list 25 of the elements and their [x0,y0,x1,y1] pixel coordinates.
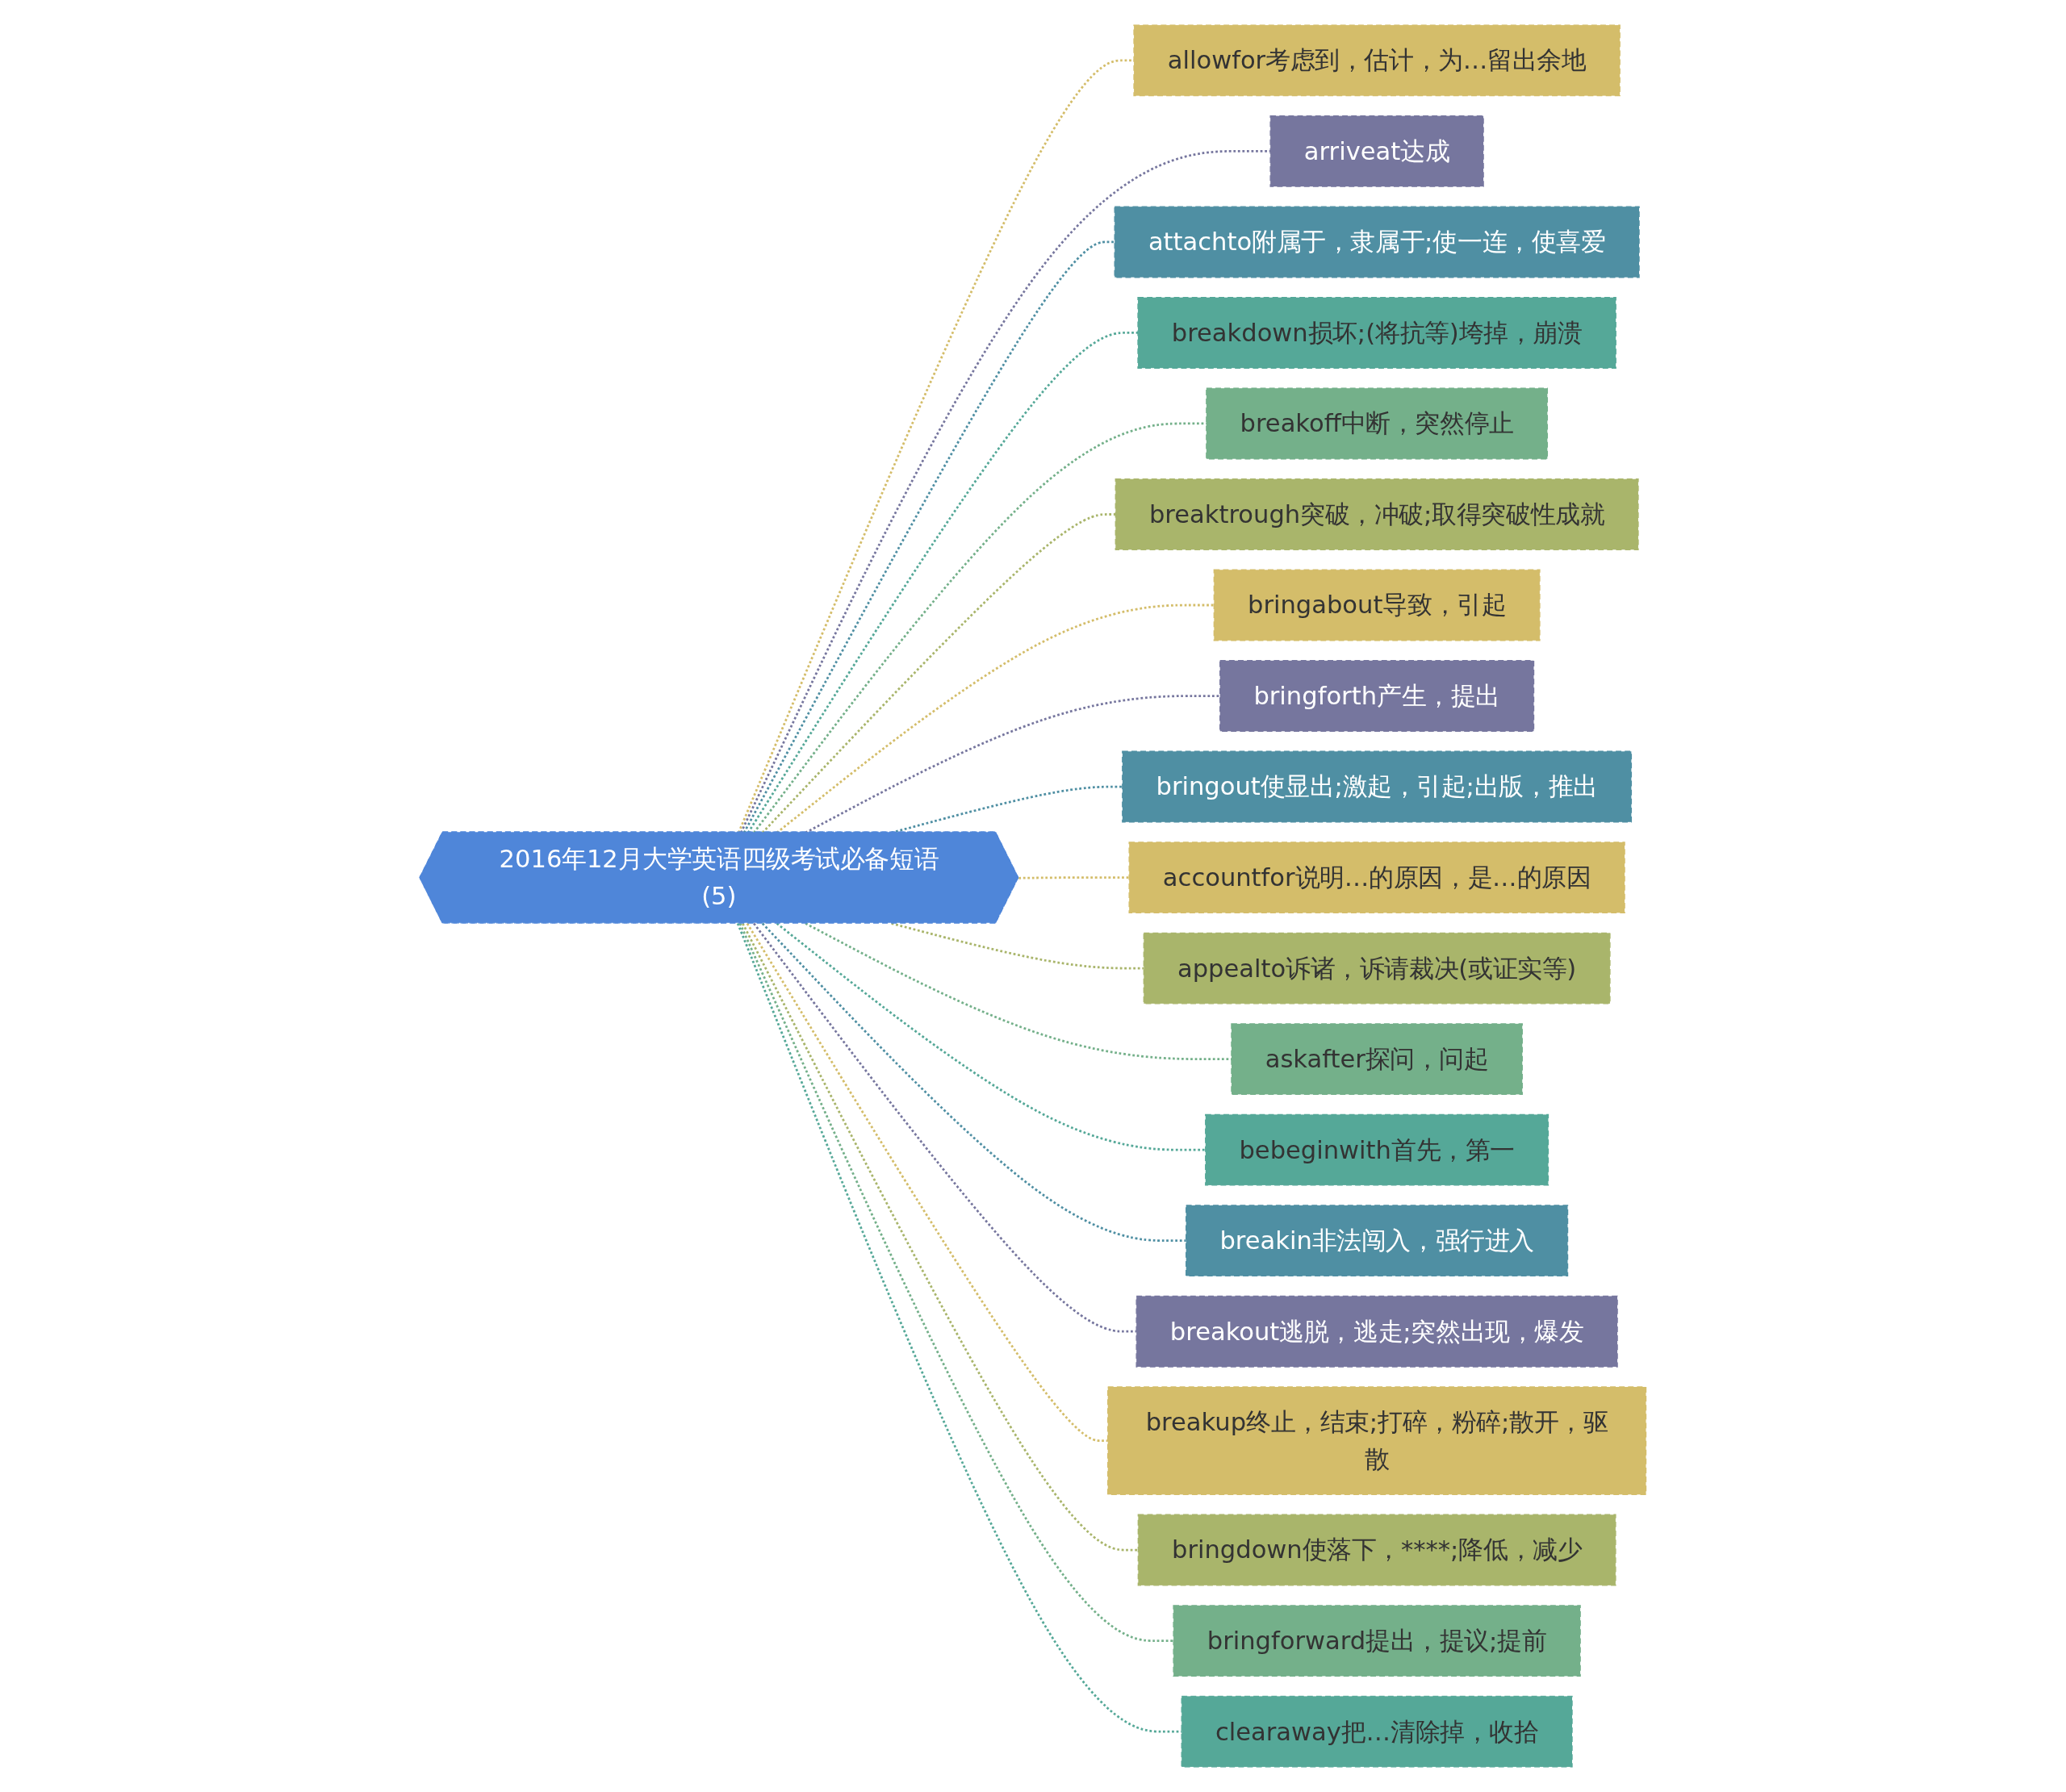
connector [776,922,1206,1151]
node-box: bebeginwith首先，第一 [1205,1113,1550,1186]
node-box: arriveat达成 [1269,115,1484,187]
node-box: attachto附属于，隶属于;使一连，使喜爱 [1114,206,1640,278]
node-box: bringout使显出;激起，引起;出版，推出 [1122,750,1633,823]
connector [1018,876,1130,879]
node-box: accountfor说明…的原因，是…的原因 [1128,842,1625,914]
node-box: bringdown使落下，****;降低，减少 [1137,1514,1616,1586]
node-box: bringforth产生，提出 [1219,660,1535,732]
connector [742,922,1139,1552]
node-box: breakoff中断，突然停止 [1206,387,1549,460]
node-box: breakup终止，结束;打碎，粉碎;散开，驱散 [1107,1386,1647,1495]
connector [742,240,1115,833]
node-box: clearaway把…清除掉，收拾 [1181,1695,1573,1768]
node-box: breakin非法闯入，强行进入 [1186,1205,1569,1277]
node-box: askafter探问，问起 [1231,1023,1524,1096]
node-box: breakout逃脱，逃走;突然出现，爆发 [1135,1295,1618,1368]
node-box: allowfor考虑到，估计，为…留出余地 [1133,24,1621,97]
node-box: breakdown损坏;(将抗等)垮掉，崩溃 [1137,297,1617,369]
node-box: appealto诉诸，诉请裁决(或证实等) [1143,932,1611,1005]
node-box: bringabout导致，引起 [1213,569,1541,641]
connector [762,513,1116,833]
node-box: breaktrough突破，冲破;取得突破性成就 [1115,478,1639,550]
connector [747,332,1139,833]
node-box: bringforward提出，提议;提前 [1173,1605,1581,1677]
